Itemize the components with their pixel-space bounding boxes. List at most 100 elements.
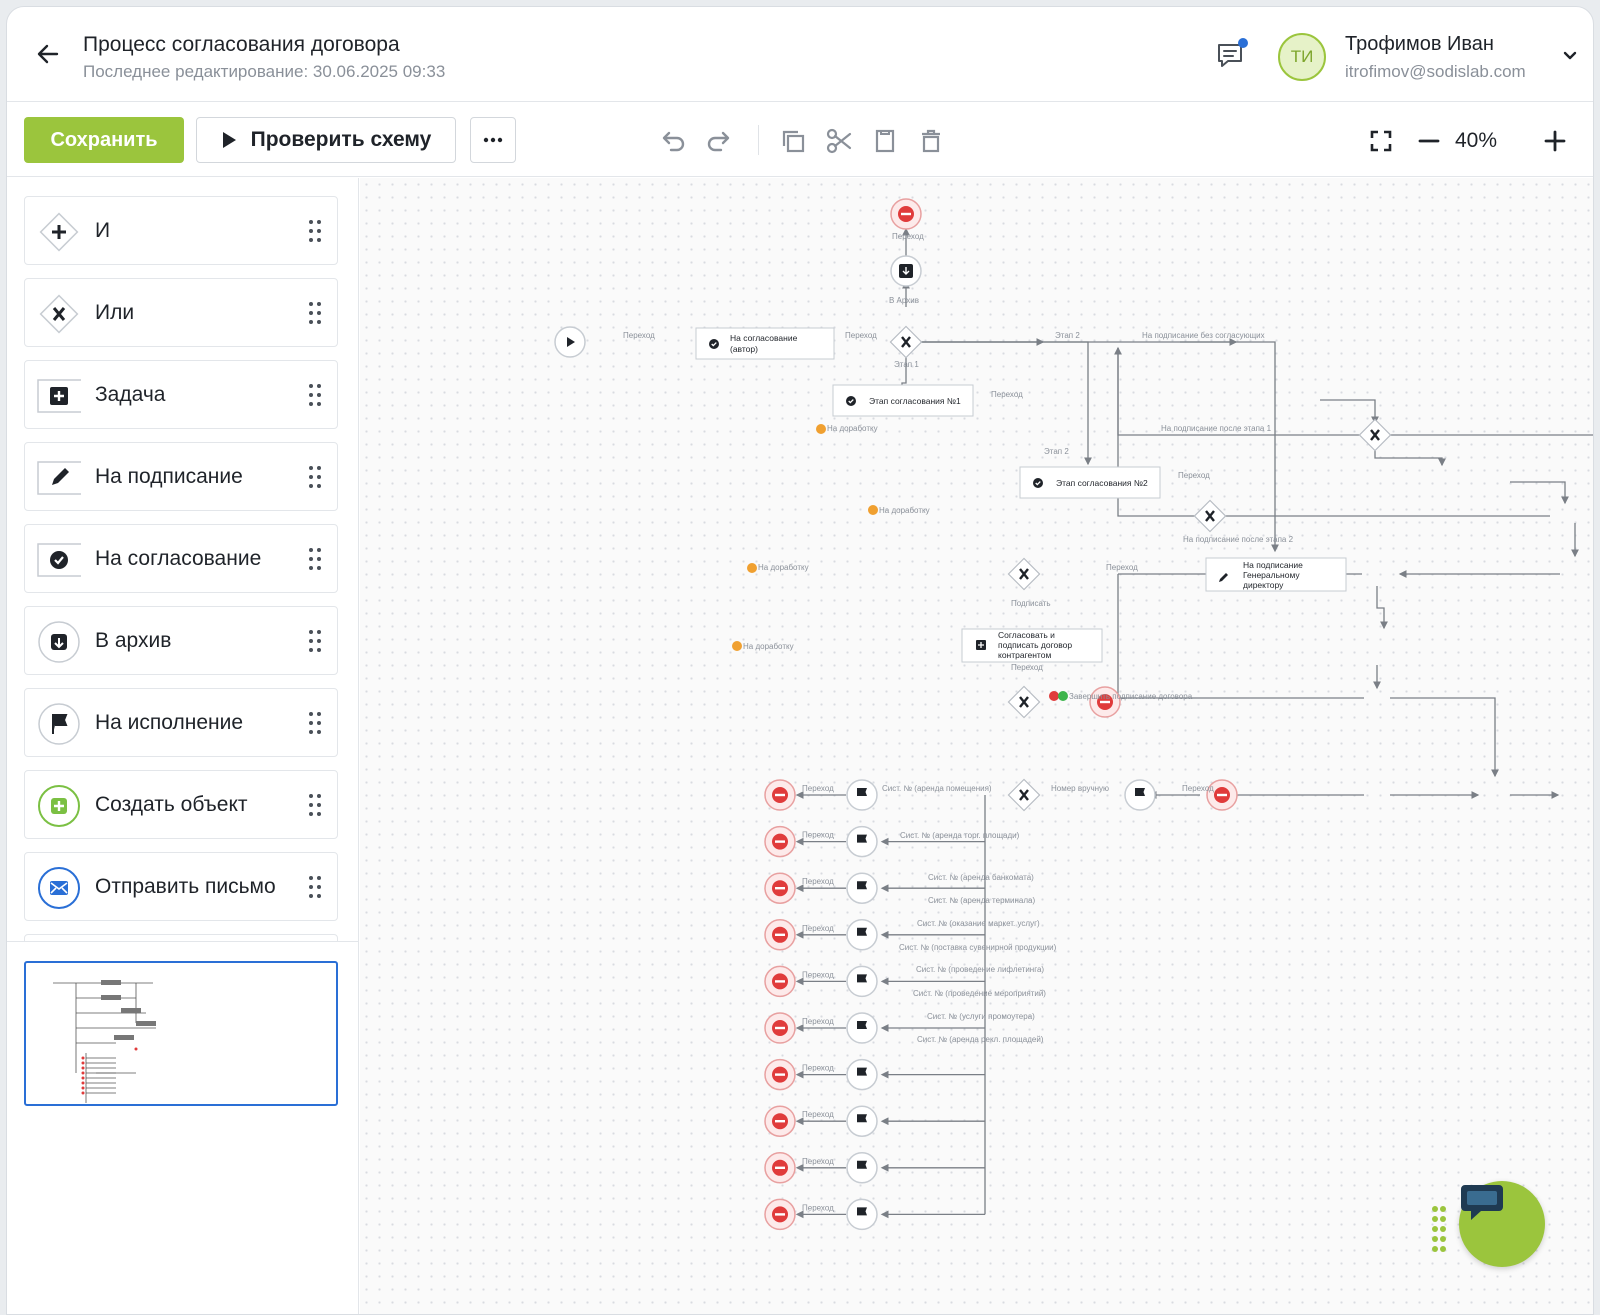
execute-node[interactable] bbox=[846, 919, 878, 951]
drag-handle-icon[interactable] bbox=[308, 465, 322, 489]
edge-label: Переход bbox=[802, 970, 834, 979]
support-chat-button[interactable] bbox=[1459, 1181, 1545, 1267]
diagram-canvas[interactable]: На согласование (автор) Этап согласовани… bbox=[360, 178, 1593, 1314]
task-sign-director[interactable]: На подписание Генеральному директору bbox=[1205, 557, 1347, 592]
execute-node[interactable] bbox=[846, 1058, 878, 1091]
user-email: itrofimov@sodislab.com bbox=[1345, 62, 1526, 81]
drag-handle-icon[interactable] bbox=[308, 219, 322, 243]
page-title: Процесс согласования договора bbox=[83, 33, 400, 56]
archive-node[interactable] bbox=[890, 255, 922, 287]
palette-item-create-object[interactable]: Создать объект bbox=[24, 770, 338, 839]
drag-handle-icon[interactable] bbox=[308, 383, 322, 407]
header: Процесс согласования договора Последнее … bbox=[7, 7, 1593, 102]
task-stage-1[interactable]: Этап согласования №1 bbox=[832, 384, 974, 417]
edge-label: Переход bbox=[802, 1203, 834, 1212]
rework-marker bbox=[732, 641, 742, 651]
back-arrow-icon[interactable] bbox=[35, 41, 61, 67]
execute-node[interactable] bbox=[846, 825, 878, 858]
svg-text:Номер вручную: Номер вручную bbox=[1051, 784, 1109, 793]
branch-label: Сист. № (аренда терминала) bbox=[928, 896, 1035, 905]
end-node[interactable] bbox=[764, 965, 796, 998]
palette-item-sign[interactable]: На подписание bbox=[24, 442, 338, 511]
palette-item-or[interactable]: Или bbox=[24, 278, 338, 347]
drag-handle-icon[interactable] bbox=[308, 711, 322, 735]
or-gateway[interactable] bbox=[889, 325, 923, 359]
svg-text:Переход: Переход bbox=[892, 232, 924, 241]
undo-icon[interactable] bbox=[659, 127, 687, 155]
svg-text:На доработку: На доработку bbox=[743, 642, 794, 651]
redo-icon[interactable] bbox=[705, 127, 733, 155]
svg-text:Переход: Переход bbox=[623, 331, 655, 340]
or-gateway[interactable] bbox=[1358, 418, 1392, 452]
end-node[interactable] bbox=[764, 779, 796, 811]
drag-handle-icon[interactable] bbox=[308, 629, 322, 653]
end-node[interactable] bbox=[764, 1105, 796, 1137]
app-window: Процесс согласования договора Последнее … bbox=[6, 6, 1594, 1315]
svg-text:Этап 2: Этап 2 bbox=[1044, 447, 1069, 456]
end-node[interactable] bbox=[764, 1058, 796, 1091]
drag-handle-icon[interactable] bbox=[1431, 1205, 1447, 1255]
end-node[interactable] bbox=[764, 872, 796, 904]
branch-label: Сист. № (аренда помещения) bbox=[882, 784, 992, 793]
save-button[interactable]: Сохранить bbox=[24, 117, 184, 163]
drag-handle-icon[interactable] bbox=[308, 547, 322, 571]
end-node[interactable] bbox=[890, 198, 922, 230]
palette-item-partial[interactable] bbox=[24, 934, 338, 941]
more-button[interactable] bbox=[470, 117, 516, 163]
palette-item-label: На согласование bbox=[95, 547, 262, 570]
svg-text:В Архив: В Архив bbox=[889, 296, 919, 305]
fullscreen-icon[interactable] bbox=[1367, 127, 1395, 155]
palette-item-approve[interactable]: На согласование bbox=[24, 524, 338, 593]
task-author-approval[interactable]: На согласование (автор) bbox=[695, 327, 835, 360]
minimap[interactable] bbox=[24, 961, 338, 1106]
svg-text:(автор): (автор) bbox=[730, 344, 758, 354]
palette-item-archive[interactable]: В архив bbox=[24, 606, 338, 675]
create-object-icon bbox=[38, 785, 80, 827]
execute-node[interactable] bbox=[846, 965, 878, 998]
drag-handle-icon[interactable] bbox=[308, 875, 322, 899]
palette-item-execute[interactable]: На исполнение bbox=[24, 688, 338, 757]
or-gateway[interactable] bbox=[1007, 778, 1041, 812]
palette-item-send-email[interactable]: Отправить письмо bbox=[24, 852, 338, 921]
copy-icon[interactable] bbox=[779, 127, 807, 155]
drag-handle-icon[interactable] bbox=[308, 301, 322, 325]
zoom-out-icon[interactable] bbox=[1415, 127, 1443, 155]
execute-node[interactable] bbox=[846, 1105, 878, 1137]
more-dots-icon bbox=[483, 137, 503, 143]
execute-node[interactable] bbox=[846, 1012, 878, 1044]
status-dot-green bbox=[1058, 691, 1068, 701]
drag-handle-icon[interactable] bbox=[308, 793, 322, 817]
palette-item-and[interactable]: И bbox=[24, 196, 338, 265]
edge-label: Переход bbox=[802, 784, 834, 793]
rework-marker bbox=[816, 424, 826, 434]
zoom-in-icon[interactable] bbox=[1541, 127, 1569, 155]
end-node[interactable] bbox=[764, 1152, 796, 1184]
palette-item-task[interactable]: Задача bbox=[24, 360, 338, 429]
end-node[interactable] bbox=[764, 919, 796, 951]
end-node[interactable] bbox=[764, 1012, 796, 1044]
end-node[interactable] bbox=[764, 825, 796, 858]
avatar[interactable]: ТИ bbox=[1278, 33, 1326, 81]
task-icon bbox=[37, 379, 81, 413]
execute-node[interactable] bbox=[846, 1152, 878, 1184]
execute-node[interactable] bbox=[846, 872, 878, 904]
execute-node[interactable] bbox=[846, 1198, 878, 1231]
check-scheme-button[interactable]: Проверить схему bbox=[196, 117, 456, 163]
or-gateway[interactable] bbox=[1193, 499, 1227, 533]
or-gateway[interactable] bbox=[1007, 685, 1041, 719]
delete-icon[interactable] bbox=[917, 127, 945, 155]
execute-node[interactable] bbox=[846, 779, 878, 811]
chevron-down-icon[interactable] bbox=[1561, 47, 1579, 65]
svg-text:На подписание: На подписание bbox=[1243, 560, 1303, 570]
cut-icon[interactable] bbox=[825, 127, 853, 155]
end-node[interactable] bbox=[764, 1198, 796, 1231]
or-gateway[interactable] bbox=[1007, 557, 1041, 591]
task-stage-2[interactable]: Этап согласования №2 bbox=[1019, 466, 1161, 499]
task-counterparty-sign[interactable]: Согласовать и подписать договор контраге… bbox=[961, 628, 1103, 663]
svg-text:Переход: Переход bbox=[845, 331, 877, 340]
comments-icon[interactable] bbox=[1214, 37, 1250, 73]
palette-item-label: Отправить письмо bbox=[95, 875, 276, 898]
execute-node[interactable] bbox=[1124, 779, 1156, 811]
paste-icon[interactable] bbox=[871, 127, 899, 155]
start-node[interactable] bbox=[554, 326, 586, 358]
